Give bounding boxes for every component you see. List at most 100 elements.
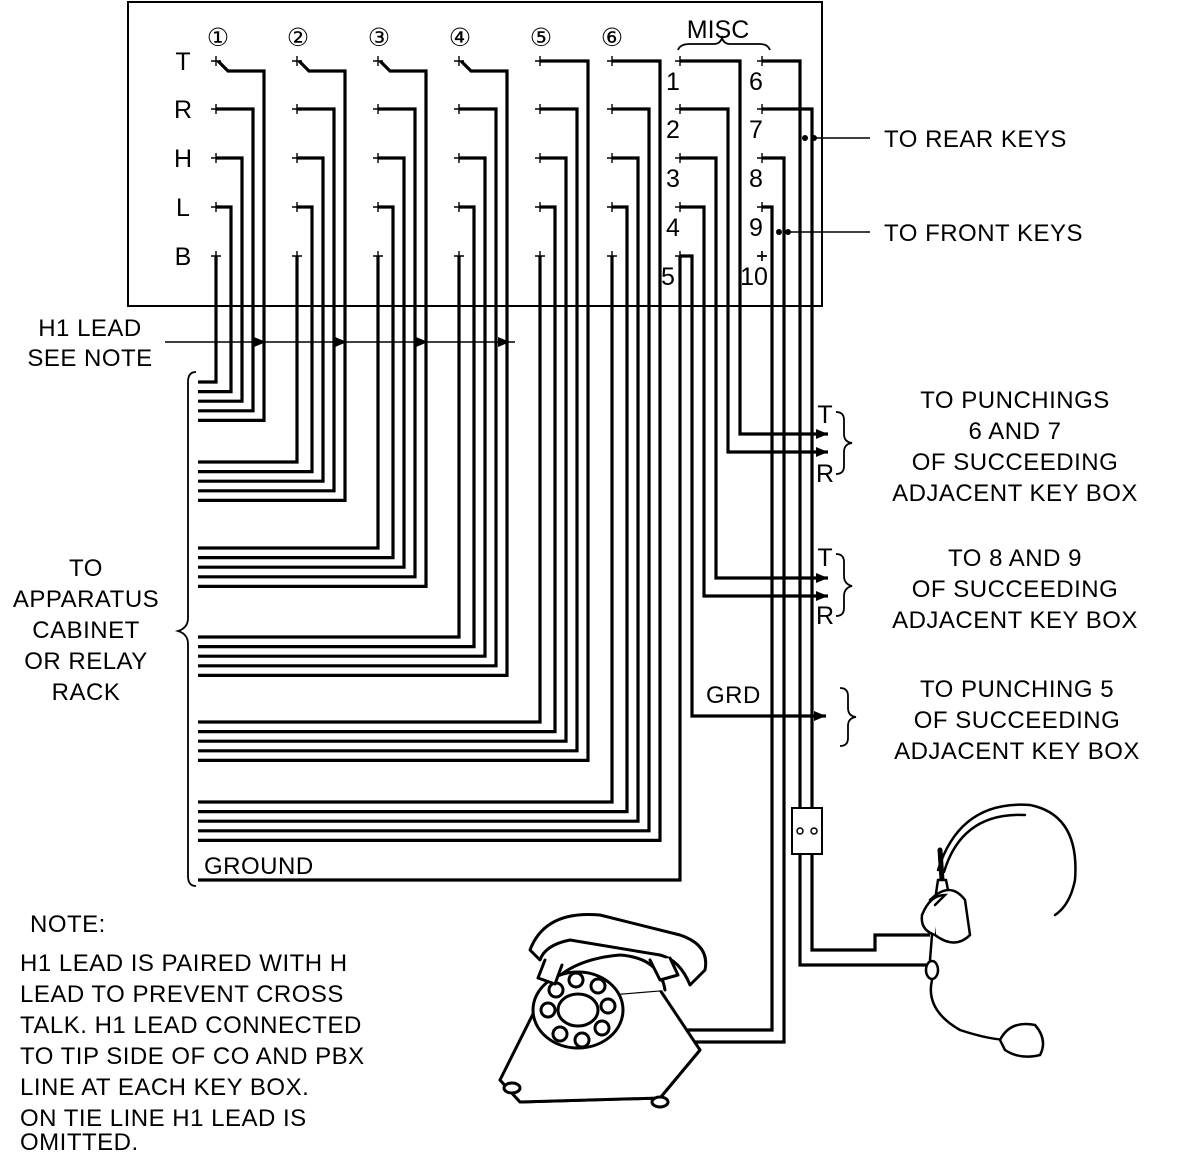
h1-arrow-1 [254, 337, 266, 347]
apparatus-line-1: TO [69, 555, 103, 582]
apparatus-line-5: RACK [52, 679, 121, 706]
wire-misc-8-phone [660, 156, 786, 1044]
column-6-label: ⑥ [601, 24, 623, 52]
grd-label: GRD [706, 682, 761, 709]
wire-col3-row1 [198, 59, 428, 588]
destination-arrow-4 [816, 591, 828, 601]
wire-col2-row1 [198, 59, 347, 502]
to-front-keys-label: TO FRONT KEYS [884, 220, 1083, 247]
note-line-3: TALK. H1 LEAD CONNECTED [20, 1012, 362, 1039]
misc-number-10: 10 [740, 263, 768, 291]
h1-lead-label: H1 LEAD [38, 315, 142, 342]
note-line-4: TO TIP SIDE OF CO AND PBX [20, 1043, 365, 1070]
punching-41 [757, 251, 767, 261]
dest-1-line-2: 6 AND 7 [969, 418, 1062, 445]
wire-misc-5-grd [680, 254, 826, 718]
rear-keys-pointer [802, 135, 870, 141]
wire-col1-row5 [198, 256, 218, 384]
wire-col5-row4 [198, 205, 557, 734]
wire-col1-row1 [198, 59, 266, 422]
note-title: NOTE: [30, 911, 106, 938]
dest-1-markers: T R [816, 401, 853, 488]
to-rear-keys-label: TO REAR KEYS [884, 126, 1067, 153]
column-4-label: ④ [449, 24, 471, 52]
dest-2-line-1: TO 8 AND 9 [948, 545, 1082, 572]
operator-headset-icon [920, 803, 1077, 1058]
wire-col6-row4 [198, 205, 629, 814]
wire-col6-row3 [198, 156, 640, 823]
wire-col3-row2 [198, 107, 417, 579]
h1-arrow-4 [498, 337, 510, 347]
wire-col2-row2 [198, 107, 336, 493]
note-line-1: H1 LEAD IS PAIRED WITH H [20, 950, 348, 977]
apparatus-line-4: OR RELAY [24, 648, 148, 675]
wire-col1-row3 [198, 156, 244, 403]
wire-col3-row4 [198, 205, 395, 560]
wire-misc-6 [762, 59, 802, 808]
dest-2-markers: T R [816, 544, 853, 630]
destination-arrow-1 [816, 429, 828, 439]
apparatus-line-2: APPARATUS [13, 586, 159, 613]
wire-headset-cord-2 [810, 854, 930, 952]
column-5-label: ⑤ [530, 24, 552, 52]
wire-col6-row5 [198, 256, 614, 804]
h1-arrow-2 [335, 337, 347, 347]
note-line-5: LINE AT EACH KEY BOX. [20, 1074, 309, 1101]
destination-arrow-3 [816, 573, 828, 583]
wire-col4-row2 [198, 107, 498, 668]
wire-col5-row5 [198, 256, 542, 724]
dest-2-line-3: ADJACENT KEY BOX [892, 607, 1138, 634]
note-line-6: ON TIE LINE H1 LEAD IS [20, 1105, 307, 1132]
wire-col1-row4 [198, 205, 233, 394]
note-line-2: LEAD TO PREVENT CROSS [20, 981, 344, 1008]
misc-number-9: 9 [749, 214, 763, 242]
wire-col4-row3 [198, 156, 487, 658]
dest-2-r: R [816, 602, 834, 630]
misc-number-1: 1 [666, 68, 680, 96]
misc-numbers: 1 2 3 4 5 6 7 8 9 10 [661, 68, 768, 291]
misc-number-3: 3 [666, 165, 680, 193]
note-line-7: OMITTED. [20, 1129, 139, 1152]
wire-col4-row1 [198, 59, 509, 677]
dest-1-t: T [817, 401, 832, 429]
apparatus-bracket [174, 371, 197, 887]
wire-col3-row3 [198, 156, 406, 569]
dest-3-line-1: TO PUNCHING 5 [920, 676, 1114, 703]
dest-1-r: R [816, 460, 834, 488]
cord-connector [791, 807, 823, 855]
ground-label: GROUND [204, 853, 314, 880]
misc-number-6: 6 [749, 68, 763, 96]
dest-2-line-2: OF SUCCEEDING [912, 576, 1119, 603]
misc-number-4: 4 [666, 214, 680, 242]
misc-label: MISC [687, 16, 750, 44]
destination-3-label: TO PUNCHING 5 OF SUCCEEDING ADJACENT KEY… [894, 676, 1140, 765]
note-block: NOTE: H1 LEAD IS PAIRED WITH H LEAD TO P… [20, 911, 365, 1152]
destination-2-label: TO 8 AND 9 OF SUCCEEDING ADJACENT KEY BO… [892, 545, 1138, 634]
dest-3-line-3: ADJACENT KEY BOX [894, 738, 1140, 765]
wire-bundle [198, 56, 930, 1044]
row-labels: T R H L B [174, 48, 192, 271]
dest-1-line-4: ADJACENT KEY BOX [892, 480, 1138, 507]
wire-misc-7 [762, 107, 814, 808]
h1-lead-see-note: SEE NOTE [27, 345, 152, 372]
wire-misc-4 [680, 205, 828, 598]
wire-col6-row1 [198, 59, 662, 842]
dest-2-t: T [817, 544, 832, 572]
rotary-telephone-icon [498, 912, 708, 1109]
row-label-r: R [174, 96, 192, 124]
misc-brace [677, 35, 771, 51]
row-label-l: L [176, 194, 190, 222]
destination-arrow-2 [816, 447, 828, 457]
row-label-t: T [175, 48, 190, 76]
wire-misc-9-phone [672, 205, 774, 1032]
misc-number-8: 8 [749, 165, 763, 193]
row-label-b: B [175, 243, 192, 271]
row-label-h: H [174, 145, 192, 173]
destination-arrow-5 [814, 711, 826, 721]
dest-3-markers [839, 687, 857, 747]
wire-col4-row5 [198, 256, 461, 639]
front-keys-pointer [776, 229, 870, 235]
dest-3-line-2: OF SUCCEEDING [914, 707, 1121, 734]
dest-1-line-3: OF SUCCEEDING [912, 449, 1119, 476]
